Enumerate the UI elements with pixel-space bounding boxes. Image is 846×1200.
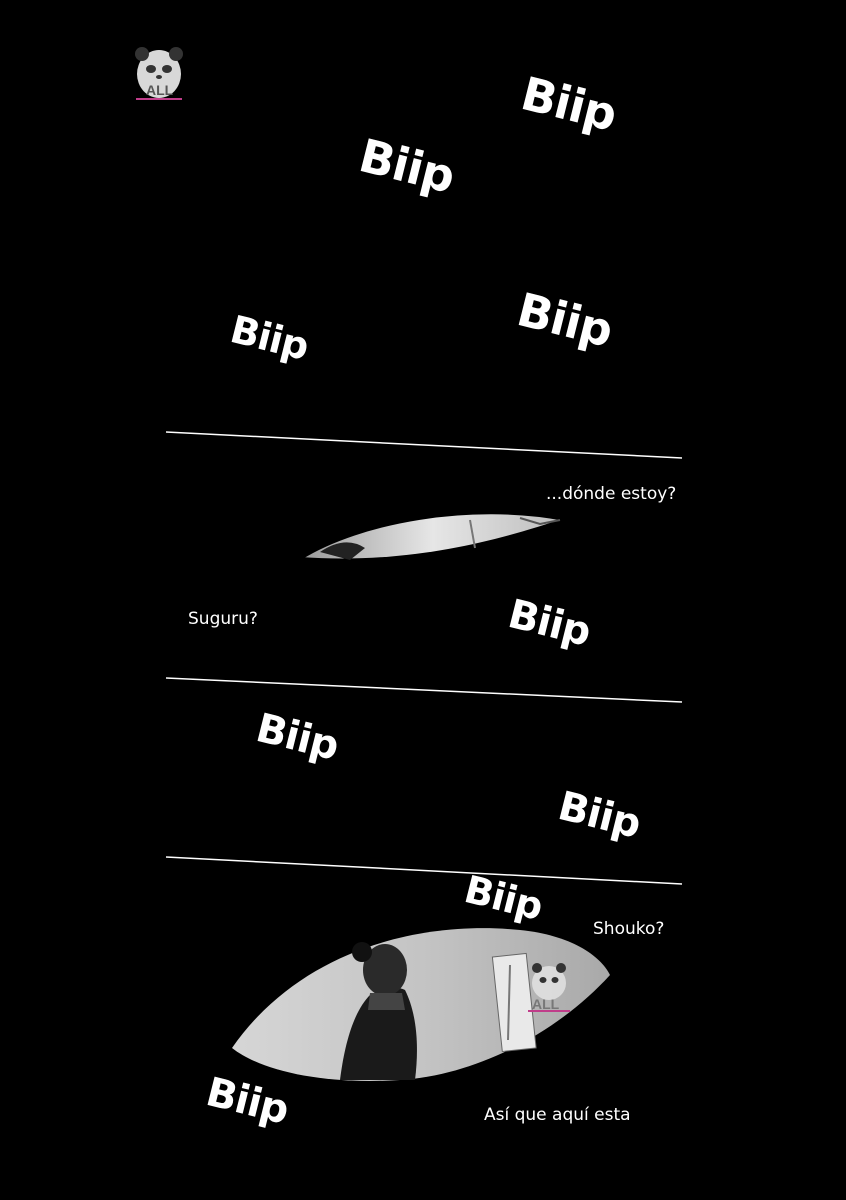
divider-2 bbox=[165, 677, 683, 703]
eye-slit-wide bbox=[232, 928, 610, 1081]
dialog-so-here: Así que aquí esta bbox=[484, 1105, 631, 1125]
panda-icon bbox=[135, 47, 183, 100]
divider-1 bbox=[165, 431, 683, 459]
watermark-label: ALL bbox=[146, 82, 174, 98]
dialog-suguru: Suguru? bbox=[188, 609, 258, 629]
panda-icon-inline bbox=[528, 963, 570, 1012]
watermark-label-inline: ALL bbox=[532, 996, 560, 1012]
dialog-where-am-i: ...dónde estoy? bbox=[546, 484, 677, 504]
dialog-shouko: Shouko? bbox=[593, 919, 665, 939]
eye-slit-narrow bbox=[298, 508, 566, 560]
divider-3 bbox=[165, 856, 683, 885]
watermark-logo: ALL bbox=[128, 44, 190, 110]
